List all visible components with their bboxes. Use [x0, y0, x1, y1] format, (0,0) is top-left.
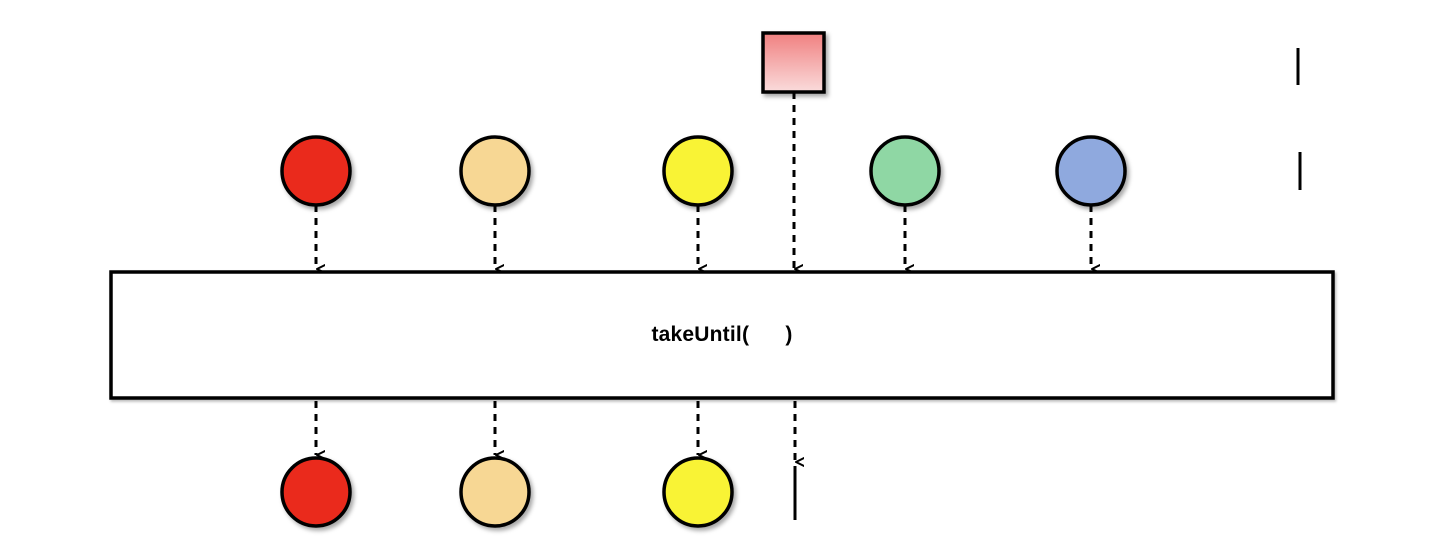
- output-timeline: [107, 456, 1332, 528]
- marble-green[interactable]: [869, 135, 941, 207]
- connectors-out-of-box: [314, 401, 795, 462]
- marble-orange[interactable]: [459, 456, 531, 528]
- source-timeline: [107, 135, 1332, 207]
- marble-yellow[interactable]: [662, 456, 734, 528]
- notifier-timeline: [107, 31, 1332, 94]
- marble-yellow[interactable]: [662, 135, 734, 207]
- marble-red[interactable]: [280, 135, 352, 207]
- marble-blue[interactable]: [1055, 135, 1127, 207]
- notifier-emission-square[interactable]: [761, 31, 826, 94]
- marble-red[interactable]: [280, 456, 352, 528]
- operator-box[interactable]: [109, 270, 1335, 400]
- connectors-into-box: [314, 92, 1091, 269]
- marble-orange[interactable]: [459, 135, 531, 207]
